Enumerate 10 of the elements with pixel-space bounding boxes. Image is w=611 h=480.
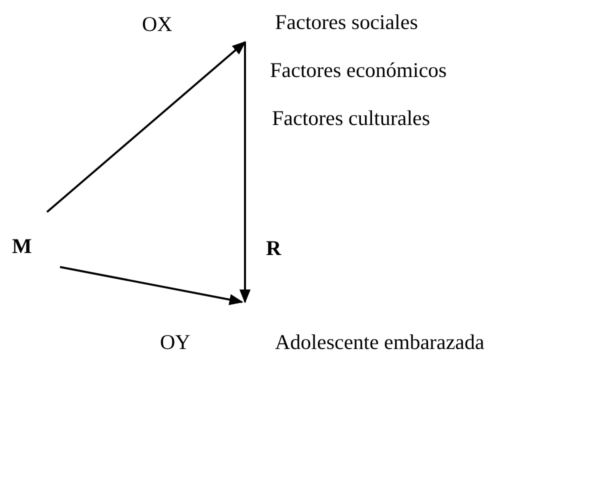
- factor-label: Factores sociales: [275, 10, 418, 34]
- annotation-label: Adolescente embarazada: [275, 330, 484, 354]
- arrow: [239, 42, 251, 304]
- node-label: OY: [160, 330, 190, 354]
- node-label: M: [12, 234, 32, 258]
- arrow: [46, 41, 246, 213]
- arrow: [60, 266, 244, 306]
- factor-label: Factores culturales: [272, 106, 430, 130]
- factor-label: Factores económicos: [270, 58, 447, 82]
- node-label: OX: [142, 12, 172, 36]
